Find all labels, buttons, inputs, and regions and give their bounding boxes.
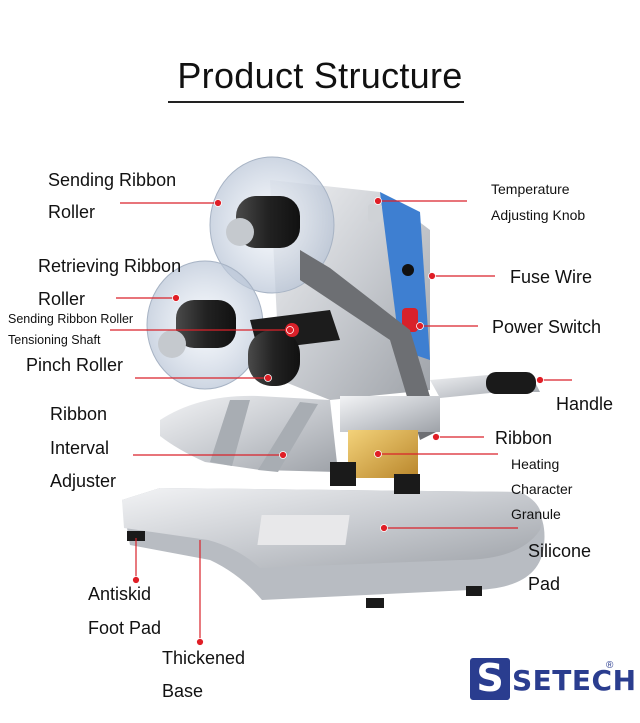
logo-wordmark: SETECH [512,664,637,697]
label-ribbon-interval-line2: Interval [50,438,110,458]
leader-dot-ribbon-interval-adjuster [279,451,287,459]
label-antiskid-line1: Antiskid [88,584,152,604]
label-handle: Handle [556,394,614,414]
label-fuse-wire: Fuse Wire [510,267,593,287]
leader-dot-silicone-pad [380,524,388,532]
label-antiskid-line2: Foot Pad [88,618,162,638]
label-ribbon-interval-line3: Adjuster [50,471,117,491]
leader-dot-ribbon [432,433,440,441]
label-temperature-knob-line2: Adjusting Knob [491,207,586,223]
leader-dot-heating-granule [374,450,382,458]
label-tensioning-shaft-line2: Tensioning Shaft [8,333,101,347]
logo-mark: S [470,656,510,700]
label-retrieving-ribbon-roller-line2: Roller [38,289,86,309]
label-silicone-pad-line1: Silicone [528,541,592,561]
label-heating-granule-line3: Granule [511,506,561,522]
leader-dot-handle [536,376,544,384]
page-title: Product Structure [177,55,463,96]
label-thickened-base-line2: Base [162,681,204,701]
label-silicone-pad-line2: Pad [528,574,561,594]
label-pinch-roller: Pinch Roller [26,355,124,375]
leader-dot-fuse-wire [428,272,436,280]
label-tensioning-shaft-line1: Sending Ribbon Roller [8,312,134,326]
setech-logo: S SETECH ® [470,656,636,702]
label-retrieving-ribbon-roller-line1: Retrieving Ribbon [38,256,182,276]
leader-dot-pinch-roller [264,374,272,382]
label-thickened-base-line1: Thickened [162,648,246,668]
frame [160,395,338,472]
leader-dot-sending-ribbon-roller [214,199,222,207]
arm [300,250,540,440]
label-ribbon-interval-line1: Ribbon [50,404,108,424]
leader-dot-power-switch [416,322,424,330]
label-sending-ribbon-roller-line1: Sending Ribbon [48,170,177,190]
label-heating-granule-line1: Heating [511,456,560,472]
leader-dot-tensioning-shaft [286,326,294,334]
ribbon-rollers [146,156,340,390]
label-ribbon: Ribbon [495,428,553,448]
label-heating-granule-line2: Character [511,481,573,497]
leader-dot-thickened-base [196,638,204,646]
base-plate [122,488,545,600]
leader-dot-antiskid-foot-pad [132,576,140,584]
label-temperature-knob-line1: Temperature [491,181,570,197]
label-sending-ribbon-roller-line2: Roller [48,202,96,222]
registered-mark: ® [606,660,614,671]
foot-pads [127,531,482,608]
title-underline [168,101,464,103]
leader-dot-temperature-knob [374,197,382,205]
leader-lines [110,197,572,646]
logo-letter: S [476,656,504,700]
label-power-switch: Power Switch [492,317,602,337]
leader-dot-retrieving-ribbon-roller [172,294,180,302]
heating-head [330,396,440,494]
